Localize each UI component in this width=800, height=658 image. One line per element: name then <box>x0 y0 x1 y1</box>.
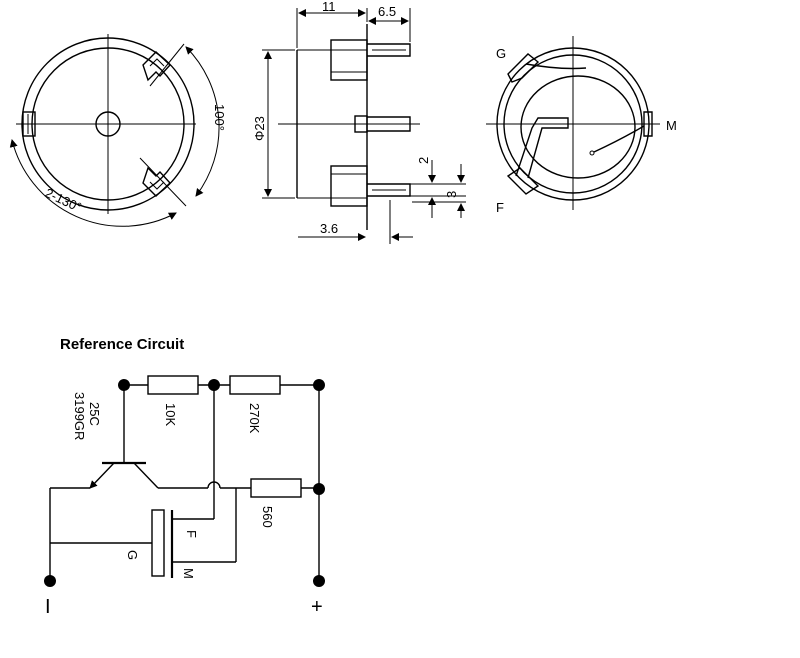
terminal-minus <box>44 575 56 587</box>
node-right-mid <box>313 483 325 495</box>
dim-3-label: 3 <box>444 191 459 198</box>
front-top-terminal <box>142 51 171 82</box>
back-m-terminal <box>643 111 653 137</box>
pin-g-label: G <box>496 46 506 61</box>
pin-g-circuit: G <box>125 550 140 560</box>
back-g-terminal <box>507 53 540 83</box>
resistor-560 <box>250 478 302 498</box>
front-left-terminal <box>22 111 36 137</box>
plus-label: + <box>311 596 323 618</box>
pin-m-label: M <box>666 118 677 133</box>
label-560: 560 <box>260 506 275 528</box>
transistor-label-1: 25C <box>87 402 102 426</box>
back-view: G M F <box>486 36 677 215</box>
back-diaphragm <box>520 75 636 179</box>
angle-arc-100 <box>185 46 220 197</box>
pin-f-label: F <box>496 200 504 215</box>
reference-circuit: 10K 270K 560 25C 3199GR F G M I + <box>44 375 325 618</box>
minus-label: I <box>45 596 51 618</box>
back-f-terminal <box>506 167 540 195</box>
resistor-270k <box>229 375 281 395</box>
angle-arc-130 <box>9 139 177 227</box>
resistor-10k <box>147 375 199 395</box>
dim-11-label: 11 <box>322 0 336 14</box>
angle-100-label: 100° <box>212 104 227 131</box>
transistor-collector <box>133 462 159 489</box>
angle-130-label: 2-130° <box>43 185 84 215</box>
dim-6-5-label: 6.5 <box>378 4 396 19</box>
side-view: 11 6.5 Φ23 2 3 3.6 <box>252 0 466 244</box>
transistor-label-2: 3199GR <box>72 392 87 440</box>
label-270k: 270K <box>247 403 262 434</box>
buzzer-element <box>151 509 165 577</box>
pin-m-circuit: M <box>181 568 196 579</box>
dim-2-label: 2 <box>416 157 431 164</box>
circuit-title: Reference Circuit <box>60 336 184 353</box>
label-10k: 10K <box>163 403 178 426</box>
dim-3-6-label: 3.6 <box>320 221 338 236</box>
transistor-emitter <box>89 462 115 489</box>
dim-diameter-label: Φ23 <box>252 116 267 141</box>
front-view: 100° 2-130° <box>9 34 227 227</box>
terminal-plus <box>313 575 325 587</box>
pin-f-circuit: F <box>184 530 199 538</box>
